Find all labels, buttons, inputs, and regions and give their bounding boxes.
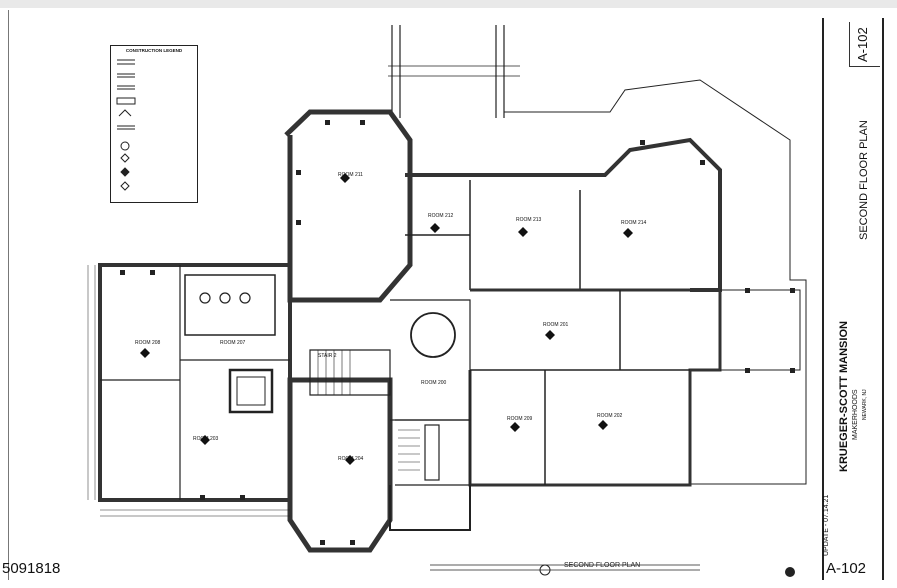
room-label: ROOM 214 xyxy=(621,220,647,226)
sheet-number-top: A-102 xyxy=(855,27,870,62)
construction-legend: CONSTRUCTION LEGEND xyxy=(110,45,198,203)
room-label: ROOM 200 xyxy=(421,380,447,386)
room-label: ROOM 201 xyxy=(543,322,569,328)
room-label: ROOM 207 xyxy=(220,340,246,346)
left-border-line xyxy=(8,10,9,580)
title-block xyxy=(822,18,884,580)
room-label: ROOM 211 xyxy=(338,172,363,178)
listing-id: 5091818 xyxy=(2,560,61,577)
room-label: ROOM 204 xyxy=(338,456,364,462)
legend-symbols xyxy=(116,59,136,191)
sheet-title: SECOND FLOOR PLAN xyxy=(858,120,870,240)
room-label: ROOM 212 xyxy=(428,213,454,219)
project-name: KRUEGER-SCOTT MANSION xyxy=(838,321,850,472)
top-edge xyxy=(0,0,897,8)
sheet-number-top-box xyxy=(849,22,880,67)
sheet-number-bottom: A-102 xyxy=(826,560,867,577)
drawing-caption: SECOND FLOOR PLAN xyxy=(564,562,641,569)
project-location: NEWARK, NJ xyxy=(862,389,868,420)
room-label: ROOM 209 xyxy=(507,416,533,422)
room-label: ROOM 208 xyxy=(135,340,161,346)
room-label: ROOM 203 xyxy=(193,436,219,442)
room-label: ROOM 213 xyxy=(516,217,542,223)
project-subtitle: MAKERHOODS xyxy=(852,389,859,440)
update-stamp: UPDATE - 07.14.21 xyxy=(823,494,830,556)
room-label: STAIR 2 xyxy=(318,353,337,359)
room-label: ROOM 202 xyxy=(597,413,623,419)
legend-title: CONSTRUCTION LEGEND xyxy=(125,48,183,53)
